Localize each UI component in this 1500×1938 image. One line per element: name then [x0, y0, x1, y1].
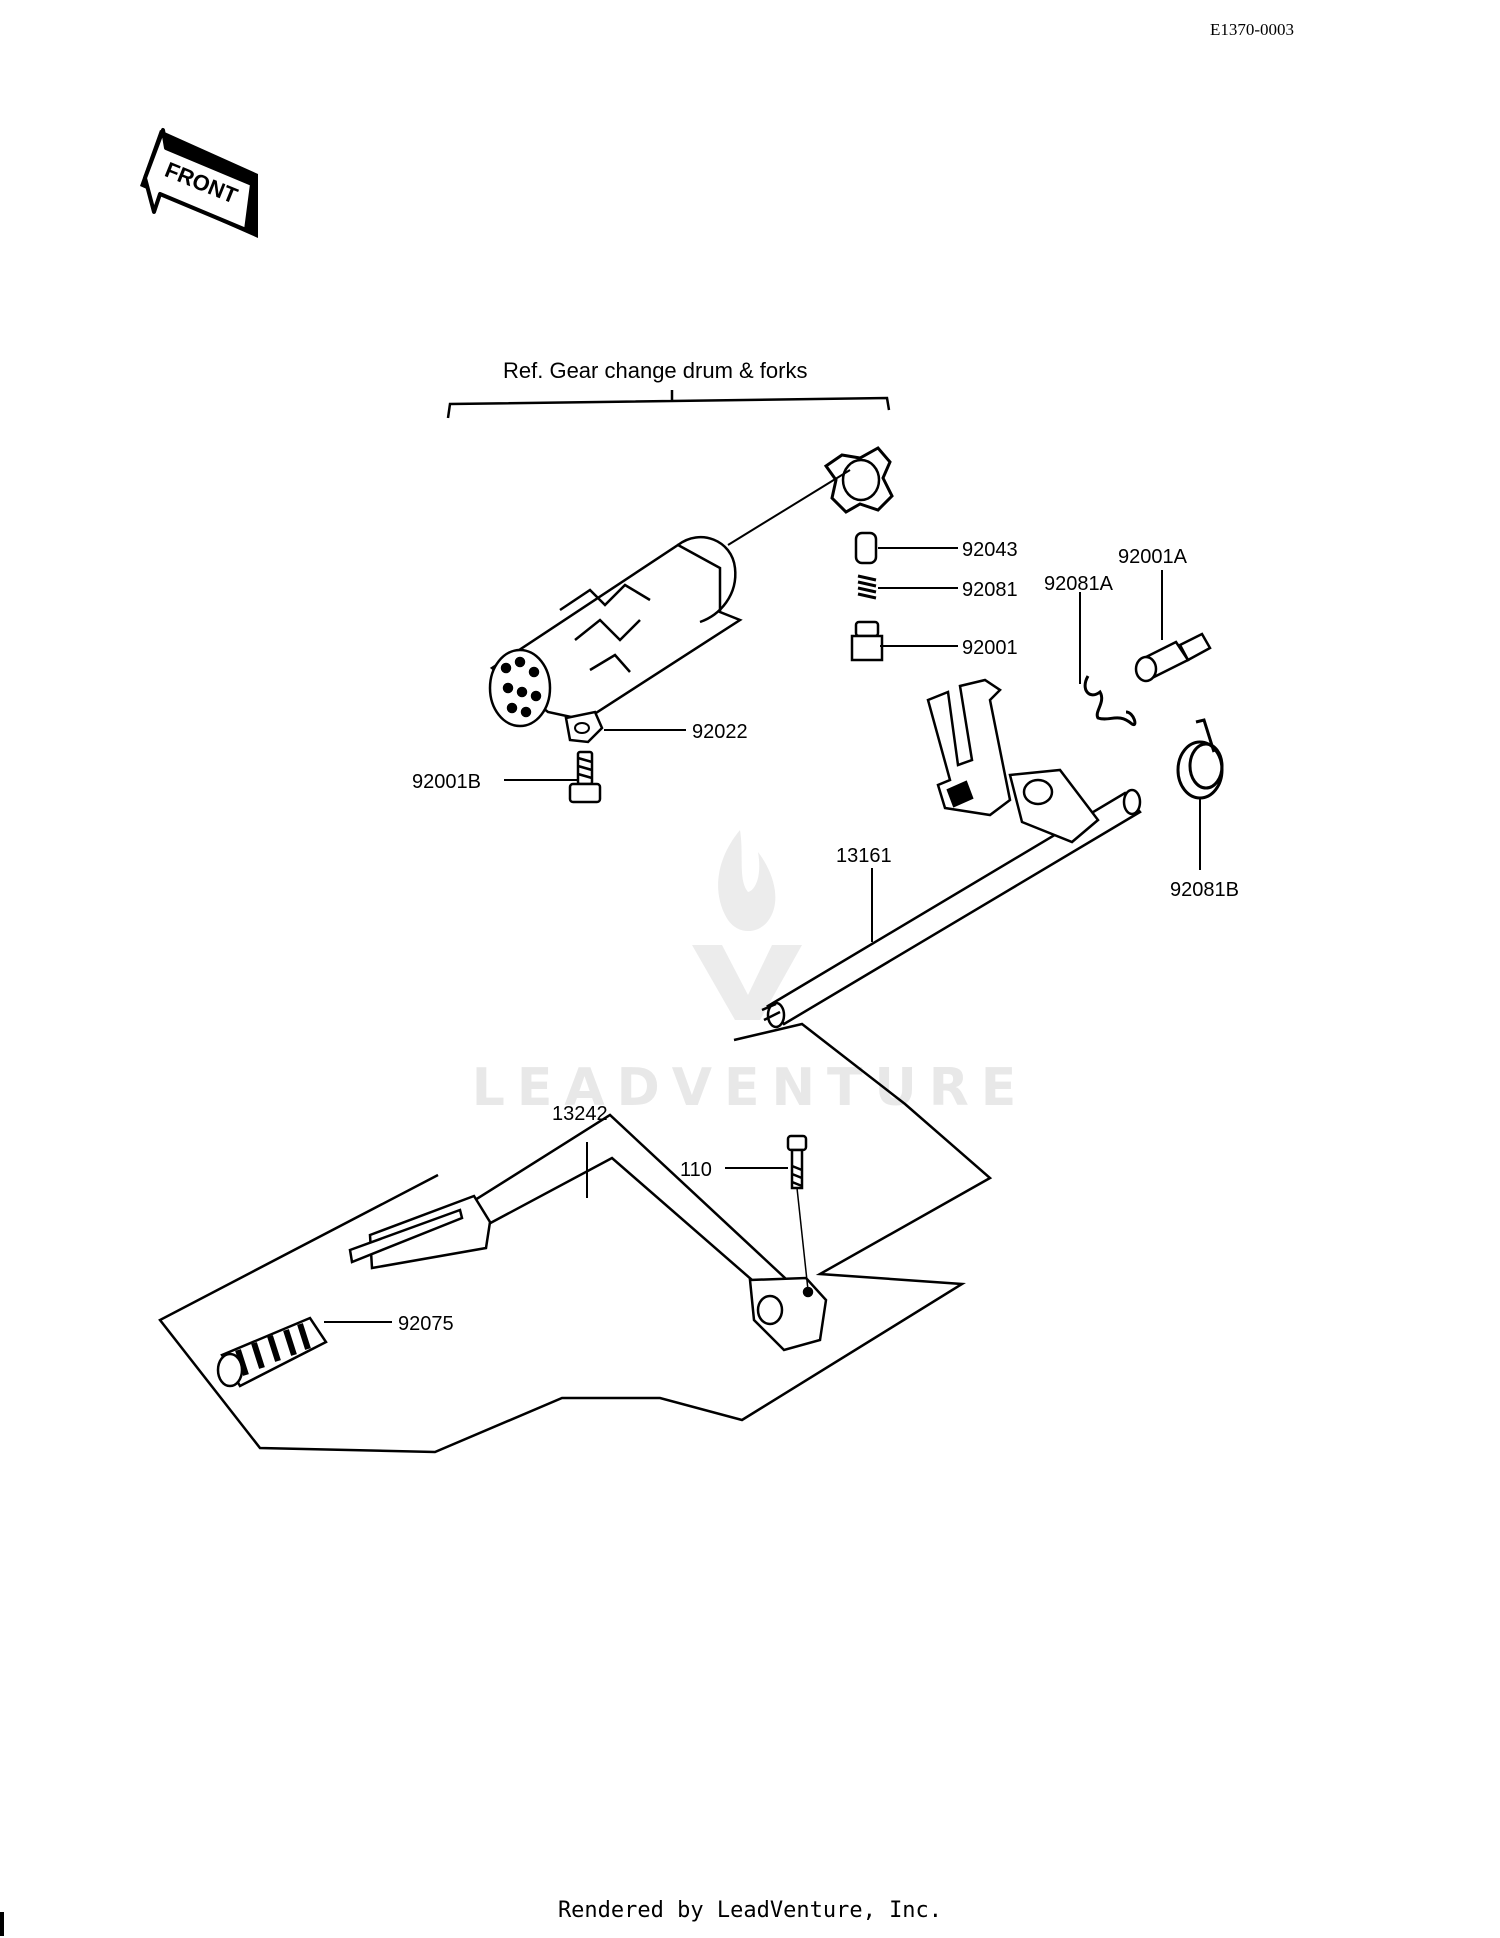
page-edge-mark [0, 1912, 4, 1936]
pin-92043-shape [854, 531, 878, 565]
bolt-110-axis-line [796, 1187, 809, 1291]
ref-group-title: Ref. Gear change drum & forks [503, 358, 807, 383]
front-arrow-icon [143, 128, 254, 232]
drum-star-plate-hole [841, 458, 881, 502]
shift-pedal [348, 1113, 828, 1352]
part-label-13161[interactable]: 13161 [836, 845, 892, 867]
part-label-92075[interactable]: 92075 [398, 1313, 454, 1335]
footer-credit: Rendered by LeadVenture, Inc. [557, 1898, 943, 1923]
watermark-v-icon [692, 945, 802, 1020]
front-arrow: FRONT [140, 128, 258, 238]
spring-92081-shape [857, 574, 877, 600]
part-label-13242[interactable]: 13242 [552, 1103, 608, 1125]
part-label-110[interactable]: 110 [680, 1159, 712, 1181]
watermark: LEADVENTURE [472, 830, 1029, 1118]
ref-group-bracket [446, 390, 891, 419]
part-label-92001[interactable]: 92001 [962, 637, 1018, 659]
pedal-rubber [216, 1316, 328, 1388]
spring-92081a-shape [1083, 675, 1137, 727]
diagram-code: E1370-0003 [1210, 20, 1295, 39]
bolt-92001a-shape [1134, 632, 1212, 683]
bolt-92001b-shape [568, 750, 602, 804]
spring-92081b-shape [1176, 718, 1224, 800]
part-label-92001b[interactable]: 92001B [412, 771, 481, 793]
bolt-110-shape [786, 1134, 808, 1190]
part-label-92022[interactable]: 92022 [692, 721, 748, 743]
leader-lines [324, 547, 1201, 1323]
part-label-92081[interactable]: 92081 [962, 579, 1018, 601]
watermark-text: LEADVENTURE [472, 1058, 1029, 1118]
part-label-92081a[interactable]: 92081A [1044, 573, 1114, 595]
gear-change-drum [488, 535, 743, 728]
drum-axis-line [727, 469, 851, 546]
drum-stop-plate-hole [574, 722, 590, 734]
shift-shaft [761, 678, 1142, 1029]
plug-92001-shape [850, 620, 884, 662]
part-label-92001a[interactable]: 92001A [1118, 546, 1188, 568]
shift-assembly-outline [158, 1022, 993, 1454]
part-label-92081b[interactable]: 92081B [1170, 879, 1239, 901]
part-label-92043[interactable]: 92043 [962, 539, 1018, 561]
watermark-flame-icon [718, 830, 776, 932]
